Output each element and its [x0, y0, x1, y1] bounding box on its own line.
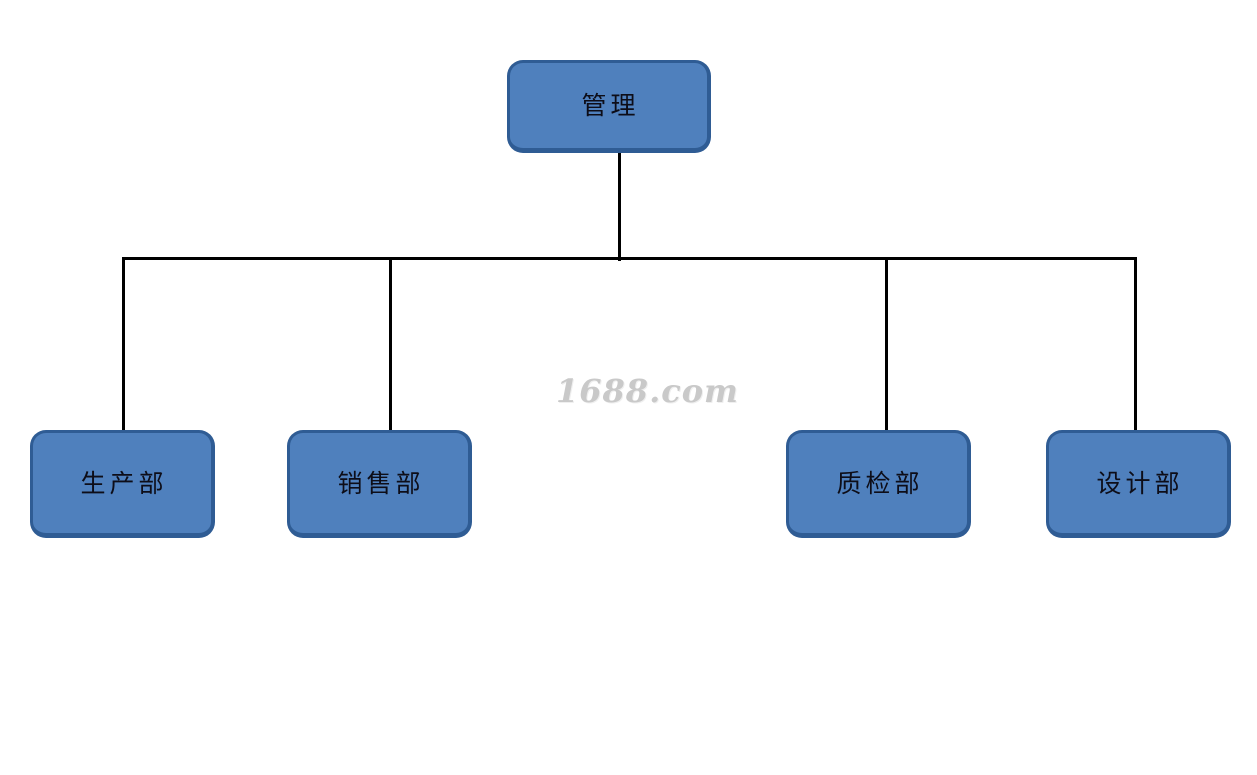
connector-drop-production	[122, 257, 125, 432]
connector-drop-quality	[885, 257, 888, 432]
org-node-label-sales: 销售部	[337, 468, 425, 498]
connector-root-stem	[618, 152, 621, 261]
connector-drop-design	[1134, 257, 1137, 432]
org-node-sales[interactable]: 销售部	[287, 430, 472, 538]
org-node-production[interactable]: 生产部	[30, 430, 215, 538]
connector-drop-sales	[389, 257, 392, 432]
org-node-quality-inspection[interactable]: 质检部	[786, 430, 971, 538]
org-node-label-design: 设计部	[1096, 468, 1184, 498]
org-node-management[interactable]: 管理	[507, 60, 711, 153]
org-node-design[interactable]: 设计部	[1046, 430, 1231, 538]
org-node-label-quality-inspection: 质检部	[836, 468, 924, 498]
connector-horizontal-bus	[123, 257, 1137, 260]
org-node-label-management: 管理	[581, 91, 640, 120]
watermark-1688: 1688.com	[556, 372, 739, 410]
org-node-label-production: 生产部	[80, 468, 168, 498]
